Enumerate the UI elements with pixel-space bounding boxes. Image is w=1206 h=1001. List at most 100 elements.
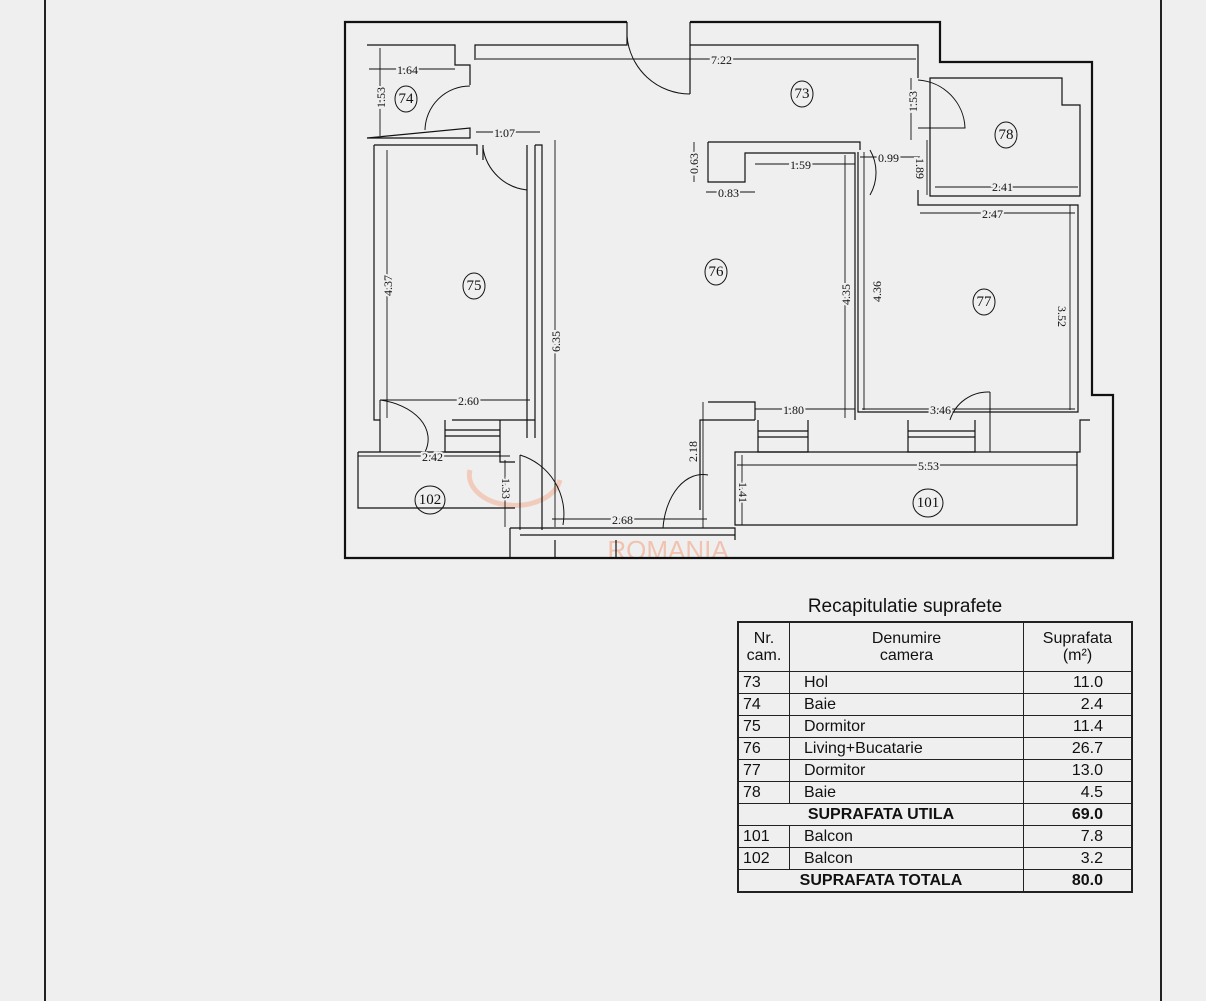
header-area: Suprafata (m²): [1023, 621, 1133, 672]
cell-area: 4.5: [1023, 781, 1133, 804]
door-74-icon: [424, 85, 471, 131]
door-77-icon: [869, 149, 877, 196]
summary-title: Recapitulatie suprafete: [807, 596, 1003, 617]
door-75-icon: [482, 147, 528, 191]
dimension-lines: [358, 48, 1078, 528]
entrance-door-icon: [626, 35, 691, 95]
dim-3-52: 3.52: [1055, 306, 1069, 327]
area-summary-table: Nr. cam. Denumire camera Suprafata (m²) …: [737, 621, 1133, 893]
watermark-logo-arc: [466, 469, 563, 508]
room-labels: 73 74 75 76 77 78 101 102: [394, 80, 1018, 518]
window-76: [757, 420, 809, 453]
cell-name: Dormitor: [789, 715, 1024, 738]
cell-nr: 74: [737, 693, 790, 716]
room-101-label: 101: [912, 488, 944, 518]
room-75-wall: [373, 144, 543, 530]
dim-0-83: 0.83: [718, 186, 739, 200]
dim-1-33: 1.33: [499, 478, 513, 499]
room-75-label: 75: [462, 272, 486, 300]
dim-1-07: 1.07: [494, 126, 515, 140]
room-77-label: 77: [972, 288, 996, 316]
dim-2-68: 2.68: [612, 513, 633, 527]
header-name: Denumire camera: [789, 621, 1024, 672]
cell-nr: 77: [737, 759, 790, 782]
cell-name: Balcon: [789, 847, 1024, 870]
dim-1-89: 1.89: [913, 158, 927, 179]
watermark-text: ROMANIA: [607, 535, 729, 565]
cell-area: 7.8: [1023, 825, 1133, 848]
page-left-edge: [44, 0, 46, 1001]
dim-2-41: 2.41: [992, 180, 1013, 194]
dim-1-53-room78: 1.53: [906, 91, 920, 112]
dim-2-47: 2.47: [982, 207, 1003, 221]
header-nr: Nr. cam.: [737, 621, 790, 672]
svg-text:75: 75: [467, 278, 482, 294]
dim-0-99: 0.99: [878, 151, 899, 165]
cell-area: 13.0: [1023, 759, 1133, 782]
dim-4-37: 4.37: [381, 275, 395, 296]
dim-1-64: 1.64: [397, 63, 418, 77]
dim-5-53: 5.53: [918, 459, 939, 473]
cell-area: 2.4: [1023, 693, 1133, 716]
dim-1-80: 1.80: [783, 403, 804, 417]
room-76-wall: [699, 141, 861, 510]
total-area-value: 80.0: [1023, 869, 1133, 893]
dim-0-63: 0.63: [687, 153, 701, 174]
room-74-wall: [366, 44, 471, 139]
cell-nr: 101: [737, 825, 790, 848]
svg-text:78: 78: [999, 127, 1014, 143]
cell-nr: 102: [737, 847, 790, 870]
svg-text:73: 73: [795, 86, 810, 102]
room-76-label: 76: [704, 258, 728, 286]
room-102-label: 102: [414, 485, 446, 515]
dim-6-35: 6.35: [549, 331, 563, 352]
walls: [343, 20, 1115, 560]
door-balcony-102-icon: [379, 399, 429, 453]
room-73-label: 73: [790, 80, 814, 108]
cell-name: Baie: [789, 693, 1024, 716]
room-77-wall: [857, 152, 1079, 413]
cell-nr: 78: [737, 781, 790, 804]
useful-area-value: 69.0: [1023, 803, 1133, 826]
cell-name: Balcon: [789, 825, 1024, 848]
cell-name: Baie: [789, 781, 1024, 804]
dim-3-46: 3.46: [930, 403, 951, 417]
room-78-wall: [929, 77, 1081, 197]
window-77: [907, 420, 976, 453]
cell-nr: 75: [737, 715, 790, 738]
dim-7-22: 7.22: [711, 53, 732, 67]
cell-name: Hol: [789, 671, 1024, 694]
svg-text:101: 101: [917, 495, 940, 511]
balcony-bottom-wall: [509, 527, 736, 558]
cell-nr: 76: [737, 737, 790, 760]
dim-1-41: 1.41: [736, 482, 750, 503]
hall-inner-wall: [474, 22, 941, 94]
dim-4-35: 4.35: [839, 284, 853, 305]
dim-1-59: 1.59: [790, 158, 811, 172]
outer-wall: [343, 20, 1115, 560]
svg-text:77: 77: [977, 294, 993, 310]
balcony-101-wall: [734, 419, 1090, 526]
window-75: [444, 420, 501, 453]
cell-area: 26.7: [1023, 737, 1133, 760]
dim-2-18: 2.18: [686, 441, 700, 462]
cell-area: 11.0: [1023, 671, 1133, 694]
table-header: Nr. cam. Denumire camera Suprafata (m²): [737, 621, 1133, 672]
dim-2-60: 2.60: [458, 394, 479, 408]
useful-area-label: SUPRAFATA UTILA: [737, 803, 1024, 826]
dim-4-36: 4.36: [870, 281, 884, 302]
cell-area: 3.2: [1023, 847, 1133, 870]
svg-text:76: 76: [709, 264, 725, 280]
cell-name: Dormitor: [789, 759, 1024, 782]
cell-area: 11.4: [1023, 715, 1133, 738]
